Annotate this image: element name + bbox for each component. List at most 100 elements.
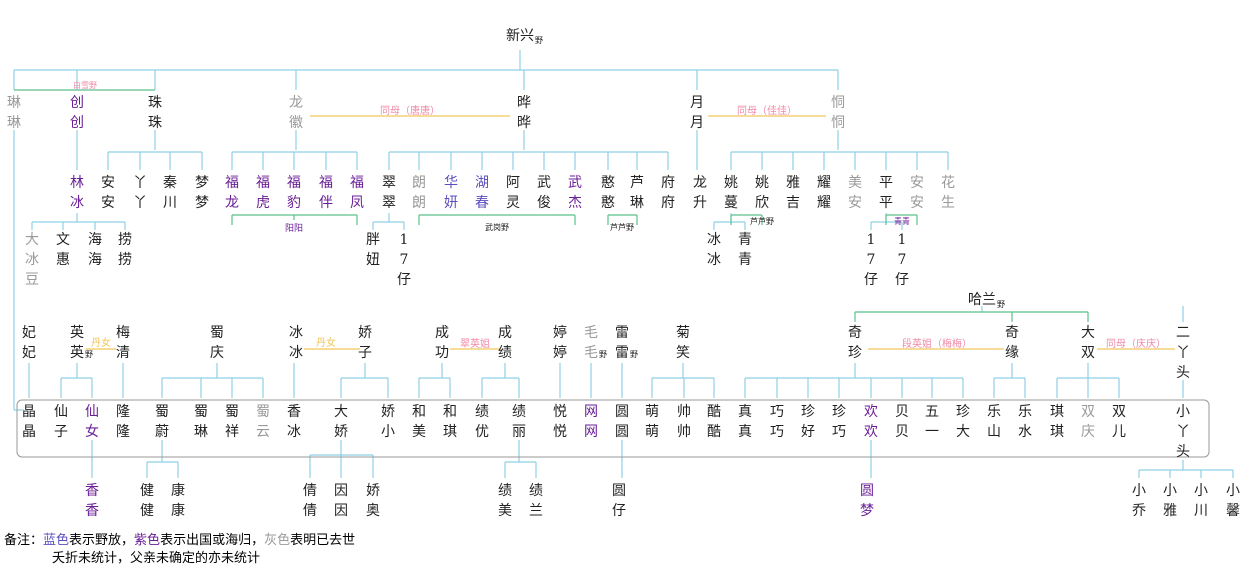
relation-label-qingqing: 青青 [894,216,910,226]
person-name: 蜀祥 [225,404,239,440]
person-shuwei: 蜀蔚 [155,404,169,440]
legend-wild-word: 蓝色 [43,533,70,548]
person-xiaoqiao: 小乔 [1132,483,1146,519]
person-leshui: 乐水 [1018,404,1032,440]
person-shuangqing: 双庆 [1081,404,1095,440]
person-name: 华妍 [444,175,458,211]
person-xianzi: 仙子 [54,404,68,440]
person-name: 娇小 [381,404,395,440]
person-yeye: 晔晔 [517,95,531,131]
person-leshan: 乐山 [987,404,1001,440]
person-jiaoao: 娇奥 [366,483,380,519]
person-heqi: 和琪 [443,404,457,440]
person-name: 武俊 [537,175,551,211]
person-name: 雷雷 [615,325,629,361]
person-suffix: 野 [630,350,638,359]
person-name: 奇缘 [1005,324,1019,361]
person-name: 芦琳 [630,175,644,211]
legend-note-2: 夭折未统计，父亲未确定的亦未统计 [52,551,261,566]
person-kuku: 酷酷 [707,404,721,440]
person-xiangxiang: 香香 [85,483,99,519]
person-jili: 绩丽 [512,404,526,440]
person-linbing: 林冰 [70,175,84,211]
person-name: 青青 [738,232,752,268]
person-name: 毛毛 [584,325,598,361]
person-jimei: 绩美 [498,483,512,519]
person-name: 梅清 [116,325,130,361]
person-huayan: 华妍 [444,175,458,211]
person-name: 真真 [738,404,752,440]
person-pangniu: 胖妞 [366,232,380,268]
person-name: 美安 [848,175,862,211]
person-yaji: 雅吉 [786,175,800,211]
person-name: 福虎 [256,175,270,211]
person-juxiao: 菊笑 [676,325,690,361]
relation-label-danv2: 丹女 [316,336,336,349]
person-beibei: 贝贝 [895,404,909,440]
person-wangwang: 网网 [584,404,598,440]
relation-label-wugang: 武岗野 [485,222,509,232]
person-meiqing: 梅清 [116,325,130,361]
person-zhenqiao: 珍巧 [832,404,846,440]
person-name: 冰冰 [289,325,303,361]
person-name: 秦川 [163,175,177,211]
person-name: 绩兰 [529,483,543,519]
person-suffix: 野 [599,350,607,359]
person-qianqian: 倩倩 [303,483,317,519]
person-suffix: 野 [997,300,1005,309]
person-name: 网网 [584,404,598,440]
person-name: 福伴 [319,175,333,211]
person-name: 林冰 [70,175,84,211]
person-shuaishuai: 帅帅 [677,404,691,440]
person-name: 娇奥 [366,483,380,519]
person-shuqing: 蜀庆 [210,325,224,361]
person-fufu: 府府 [661,175,675,211]
person-name: 平平 [879,175,893,211]
person-dabingdou: 大冰豆 [25,232,39,288]
person-zhuzhu: 珠珠 [148,95,162,131]
person-name: 和美 [412,404,426,440]
person-name: 雅吉 [786,175,800,211]
person-name: 耀耀 [817,175,831,211]
person-name: 龙升 [693,175,707,211]
person-zhenda: 珍大 [956,404,970,440]
person-name: 恫恫 [831,95,845,131]
person-laolao: 捞捞 [118,232,132,268]
person-name: 龙徽 [289,95,303,131]
person-name: 双庆 [1081,404,1095,440]
relation-label-tongmu_tangtang: 同母（唐唐） [380,104,440,117]
person-dajiao: 大娇 [334,404,348,440]
person-name: 琳琳 [7,95,21,131]
person-name: 姚欣 [755,175,769,211]
person-name: 小川 [1194,483,1208,519]
person-name: 奇珍 [848,324,862,361]
person-yuanmeng: 圆梦 [860,483,874,519]
person-name: 武杰 [568,175,582,211]
person-xiaoxin: 小馨 [1226,483,1240,519]
person-name: 绩优 [475,404,489,440]
person-shulin: 蜀琳 [194,404,208,440]
person-name: 绩美 [498,483,512,519]
legend-dead-text: 表明已去世 [290,533,356,548]
person-name: 香冰 [287,404,301,440]
person-yueyue2: 悦悦 [553,404,567,440]
person-name: 贝贝 [895,404,909,440]
person-name: 婷婷 [553,325,567,361]
person-name: 和琪 [443,404,457,440]
person-chenggong: 成功 [435,325,449,361]
person-name: 福凤 [350,175,364,211]
person-longlong: 隆隆 [116,404,130,440]
person-name: 安安 [910,175,924,211]
person-name: 府府 [661,175,675,211]
person-longsheng: 龙升 [693,175,707,211]
person-shuxiang: 蜀祥 [225,404,239,440]
person-fubao: 福豹 [287,175,301,211]
legend-note: 备注：蓝色表示野放，紫色表示出国或海归，灰色表明已去世 [4,529,355,548]
person-name: 巧巧 [770,404,784,440]
person-name: 隆隆 [116,404,130,440]
person-shuanger: 双儿 [1112,404,1126,440]
person-pingping: 平平 [879,175,893,211]
